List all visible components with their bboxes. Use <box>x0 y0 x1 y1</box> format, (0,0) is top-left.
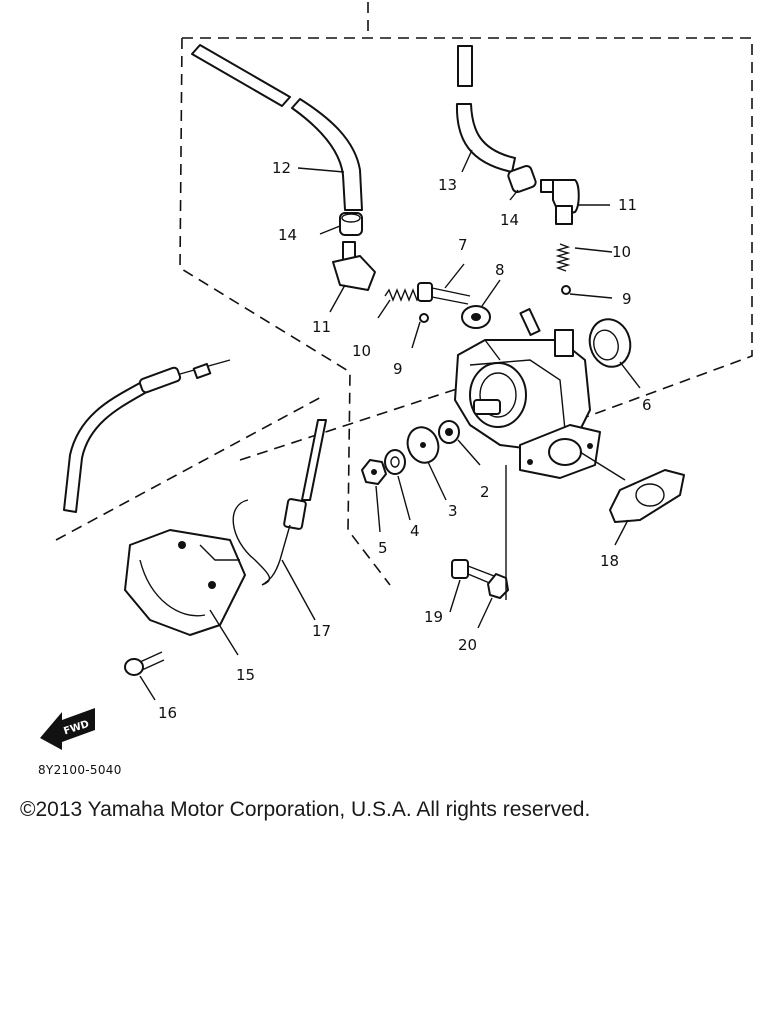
callout-19: 19 <box>424 608 443 626</box>
callout-5: 5 <box>378 539 388 557</box>
washer-8 <box>461 305 491 329</box>
callout-18: 18 <box>600 552 619 570</box>
bolt-7 <box>417 282 471 305</box>
washer-4 <box>384 449 406 475</box>
callout-9-right: 9 <box>622 290 632 308</box>
washer-2 <box>438 420 460 444</box>
elbow-fitting-11-right <box>540 179 580 225</box>
hose-13 <box>455 45 516 173</box>
nut-20 <box>487 573 509 599</box>
copyright-notice: ©2013 Yamaha Motor Corporation, U.S.A. A… <box>20 798 591 821</box>
spring-10-left <box>384 288 422 302</box>
exploded-parts-diagram: FWD 12 13 14 14 11 10 7 8 9 11 10 9 6 2 … <box>40 2 753 750</box>
bolt-19 <box>451 559 495 585</box>
oil-pump-body <box>454 308 601 479</box>
oil-seal-6 <box>588 318 632 368</box>
callout-17: 17 <box>312 622 331 640</box>
callout-12: 12 <box>272 159 291 177</box>
callout-10-left: 10 <box>352 342 371 360</box>
callout-4: 4 <box>410 522 420 540</box>
gasket-18 <box>609 469 685 523</box>
pump-cable <box>63 359 231 513</box>
callout-15: 15 <box>236 666 255 684</box>
plate-3 <box>406 426 440 464</box>
assembly-boundary <box>55 2 753 586</box>
elbow-fitting-11-left <box>332 241 376 291</box>
callout-7: 7 <box>458 236 468 254</box>
callout-11-right: 11 <box>618 196 637 214</box>
leader-lines <box>139 149 641 701</box>
spring-10-right <box>555 243 571 272</box>
screw-16 <box>124 651 165 676</box>
check-ball-9-right <box>561 285 571 295</box>
callout-16: 16 <box>158 704 177 722</box>
clamp-14-left <box>339 212 363 236</box>
nut-5 <box>361 459 387 485</box>
forward-direction-arrow: FWD <box>40 708 95 750</box>
callout-20: 20 <box>458 636 477 654</box>
callout-3: 3 <box>448 502 458 520</box>
pump-cover-15 <box>124 529 246 636</box>
callouts: 12 13 14 14 11 10 7 8 9 11 10 9 6 2 3 4 … <box>158 159 652 722</box>
drawing-code: 8Y2100-5040 <box>38 763 122 777</box>
check-ball-9-left <box>419 313 429 323</box>
clamp-14-right <box>507 164 537 194</box>
callout-13: 13 <box>438 176 457 194</box>
callout-9-left: 9 <box>393 360 403 378</box>
callout-6: 6 <box>642 396 652 414</box>
sensor-17 <box>232 419 327 586</box>
callout-11-left: 11 <box>312 318 331 336</box>
callout-14-right: 14 <box>500 211 519 229</box>
callout-2: 2 <box>480 483 490 501</box>
callout-8: 8 <box>495 261 505 279</box>
callout-10-right: 10 <box>612 243 631 261</box>
hose-12 <box>191 44 363 211</box>
callout-14-left: 14 <box>278 226 297 244</box>
